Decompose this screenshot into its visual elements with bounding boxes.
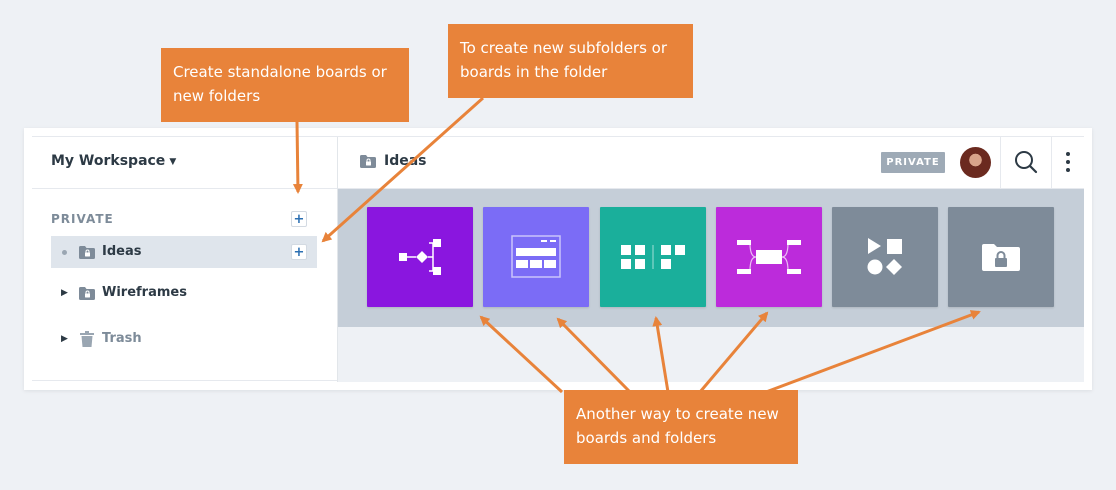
new-shapes-board-tile[interactable] [832, 207, 938, 307]
callout-arrow [652, 316, 670, 393]
sidebar: My Workspace▼ PRIVATE + Ideas + ▶ Wirefr… [32, 137, 338, 382]
toolbar-divider [1051, 137, 1052, 188]
lock-folder-icon [360, 155, 376, 168]
callout-standalone: Create standalone boards or new folders [161, 48, 409, 122]
sidebar-divider [32, 188, 337, 189]
more-options-button[interactable] [1052, 137, 1084, 188]
lock-folder-icon [79, 246, 95, 259]
callout-another-way: Another way to create new boards and fol… [564, 390, 798, 464]
callout-arrow [479, 315, 564, 394]
callout-text: Another way to create new [576, 405, 779, 423]
sidebar-item-trash[interactable]: ▶ Trash [51, 323, 317, 355]
wireframe-icon [511, 235, 561, 278]
kanban-icon [621, 245, 685, 269]
create-board-strip [338, 189, 1084, 327]
main-area: Ideas PRIVATE [338, 137, 1084, 382]
lock-folder-icon [79, 287, 95, 300]
sidebar-bottom-divider [32, 380, 337, 381]
workspace-switcher[interactable]: My Workspace▼ [51, 153, 176, 169]
privacy-badge: PRIVATE [881, 152, 945, 173]
add-board-or-folder-button[interactable]: + [291, 211, 307, 227]
new-private-folder-tile[interactable] [948, 207, 1054, 307]
search-button[interactable] [1001, 137, 1051, 188]
app-window: My Workspace▼ PRIVATE + Ideas + ▶ Wirefr… [32, 136, 1084, 383]
more-vertical-icon [1066, 152, 1070, 172]
callout-text: Create standalone boards or [173, 63, 387, 81]
new-wireframe-board-tile[interactable] [483, 207, 589, 307]
add-to-folder-button[interactable]: + [291, 244, 307, 260]
new-mindmap-board-tile[interactable] [716, 207, 822, 307]
callout-subfolders: To create new subfolders or boards in th… [448, 24, 693, 98]
callout-arrow [556, 317, 632, 394]
trash-icon [80, 331, 94, 347]
private-folder-icon [982, 244, 1020, 271]
top-bar: Ideas PRIVATE [338, 137, 1084, 189]
callout-text: To create new subfolders or [460, 39, 668, 57]
new-kanban-board-tile[interactable] [600, 207, 706, 307]
flowchart-icon [399, 239, 441, 275]
callout-arrow [698, 311, 769, 393]
callout-arrow [321, 96, 484, 243]
callout-arrow [765, 310, 981, 394]
mindmap-icon [737, 240, 801, 274]
callout-text: boards in the folder [460, 63, 608, 81]
chevron-down-icon: ▼ [169, 157, 177, 167]
sidebar-item-ideas[interactable]: Ideas + [51, 236, 317, 268]
callout-arrow [292, 121, 303, 194]
caret-right-icon[interactable]: ▶ [61, 334, 68, 344]
sidebar-item-wireframes[interactable]: ▶ Wireframes [51, 277, 317, 309]
section-label-private: PRIVATE [51, 212, 114, 226]
toolbar-divider [1000, 137, 1001, 188]
sidebar-item-label: Ideas [102, 244, 142, 259]
callout-text: boards and folders [576, 429, 717, 447]
new-flowchart-board-tile[interactable] [367, 207, 473, 307]
sidebar-item-label: Trash [102, 331, 142, 346]
search-icon [1015, 151, 1038, 174]
avatar[interactable] [960, 147, 991, 178]
shapes-icon [867, 238, 902, 275]
caret-right-icon[interactable]: ▶ [61, 288, 68, 298]
bullet-icon [62, 250, 67, 255]
callout-text: new folders [173, 87, 261, 105]
sidebar-item-label: Wireframes [102, 285, 187, 300]
workspace-title: My Workspace [51, 153, 166, 169]
